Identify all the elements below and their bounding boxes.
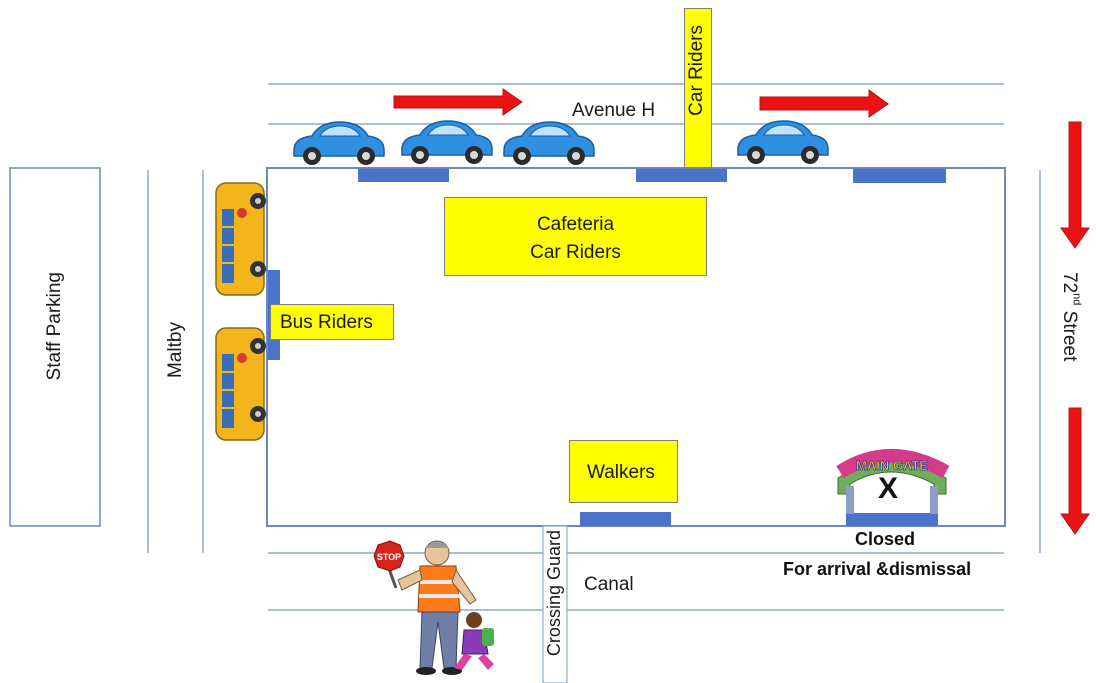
gate-status-closed: Closed bbox=[855, 529, 916, 549]
down-arrow-icon bbox=[1060, 407, 1090, 535]
bus-riders-label: Bus Riders bbox=[280, 312, 373, 333]
bus-riders-zone: Bus Riders bbox=[270, 304, 394, 340]
cafeteria-zone: Cafeteria Car Riders bbox=[444, 197, 707, 276]
cafeteria-car-riders-label: Car Riders bbox=[530, 242, 621, 263]
staff-parking-box bbox=[9, 167, 101, 527]
walkers-label: Walkers bbox=[587, 462, 655, 483]
avenue-h-label: Avenue H bbox=[572, 100, 656, 121]
crossing-guard-label: Crossing Guard bbox=[544, 530, 564, 657]
canal-label: Canal bbox=[584, 574, 634, 595]
loading-zone bbox=[853, 169, 946, 183]
loading-zone bbox=[358, 169, 449, 182]
stop-sign-text: STOP bbox=[377, 552, 401, 562]
right-arrow-icon bbox=[759, 89, 889, 118]
car-riders-top-label: Car Riders bbox=[686, 25, 707, 116]
crossing-guard-lane bbox=[542, 525, 568, 683]
main-gate-sign: MAIN GATE bbox=[856, 458, 928, 473]
staff-parking-label: Staff Parking bbox=[44, 272, 65, 381]
gate-closed-mark: X bbox=[878, 472, 899, 505]
car-riders-lane: Car Riders bbox=[684, 8, 712, 168]
maltby-label: Maltby bbox=[165, 322, 186, 378]
walkers-zone: Walkers bbox=[569, 440, 678, 503]
down-arrow-icon bbox=[1060, 121, 1090, 249]
seventy-second-street-label: 72nd Street bbox=[1059, 272, 1083, 362]
loading-zone bbox=[580, 512, 671, 526]
gate-status-note: For arrival &dismissal bbox=[783, 559, 972, 579]
right-arrow-icon bbox=[393, 88, 523, 116]
cafeteria-label: Cafeteria bbox=[536, 214, 615, 235]
school-outline bbox=[266, 167, 1006, 527]
loading-zone bbox=[846, 513, 938, 526]
loading-zone bbox=[636, 169, 727, 182]
